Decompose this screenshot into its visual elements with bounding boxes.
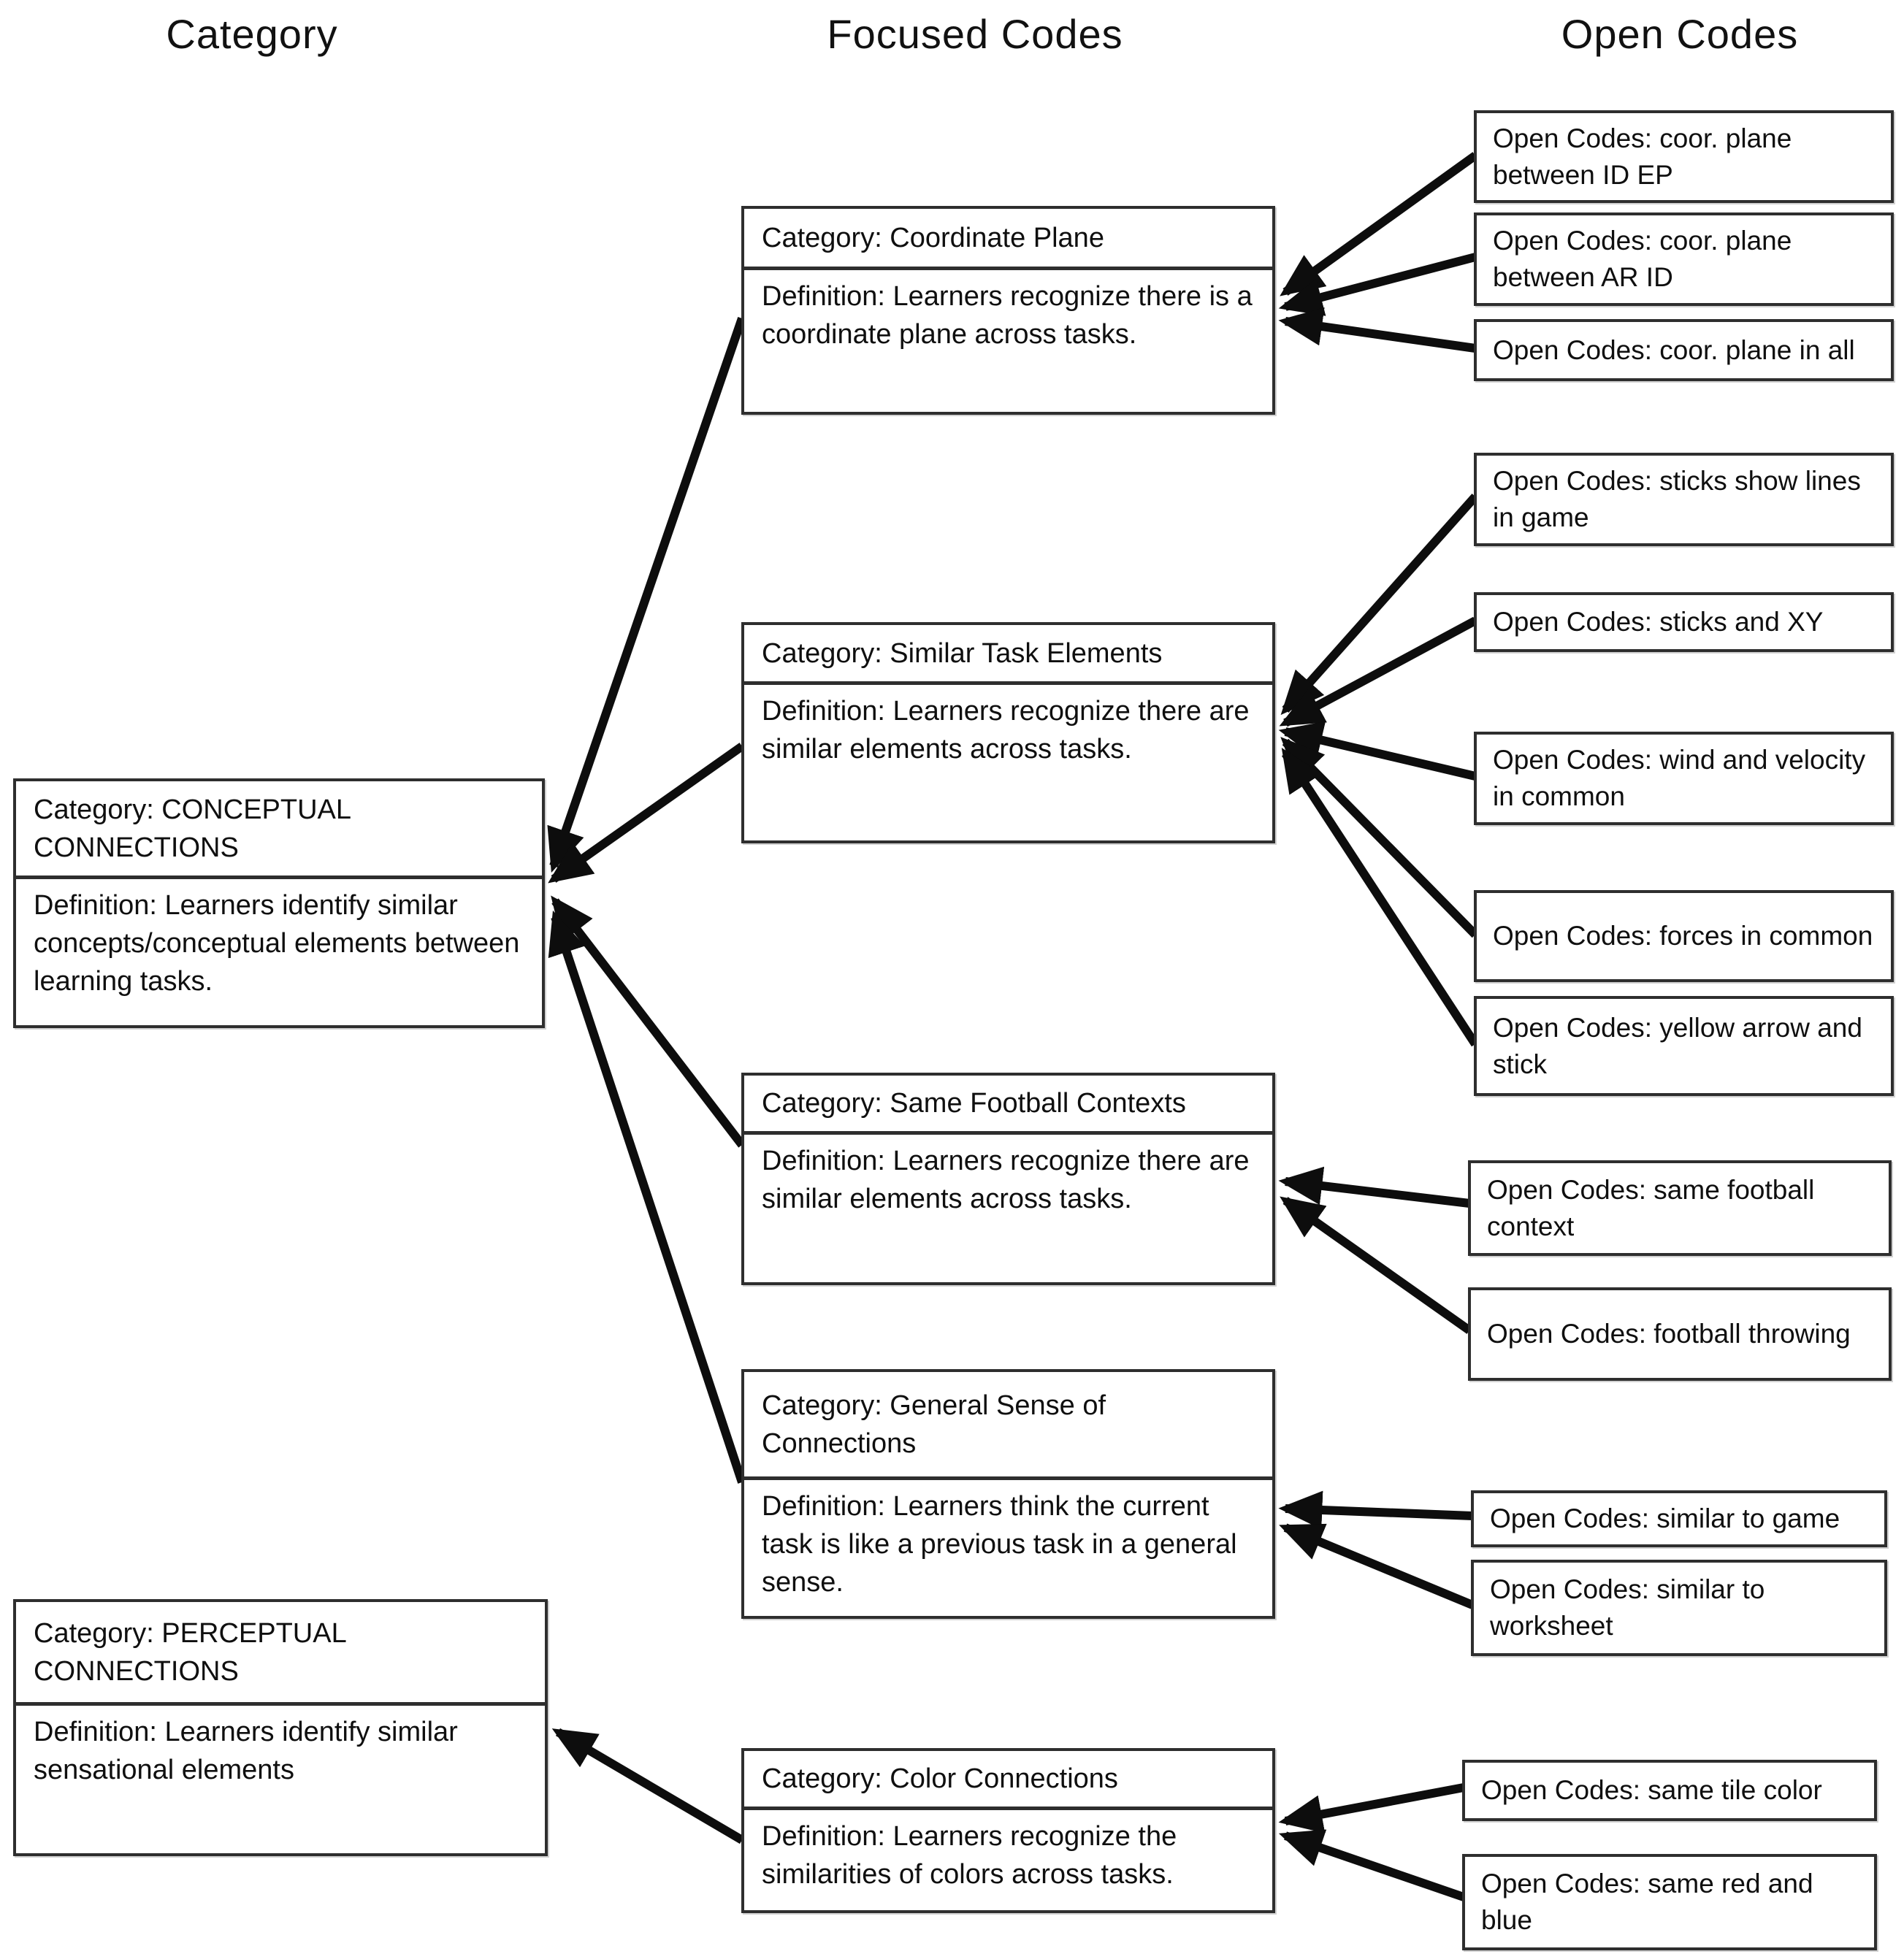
- focused-code-box-general-sense-of-connections: Category: General Sense of Connections D…: [741, 1369, 1275, 1619]
- focused-code-definition: Definition: Learners recognize there are…: [762, 1146, 1250, 1214]
- arrow: [548, 743, 745, 884]
- arrow: [1278, 1166, 1470, 1208]
- category-title: Category: PERCEPTUAL CONNECTIONS: [16, 1602, 545, 1706]
- arrow: [551, 895, 746, 1148]
- arrow: [1278, 1490, 1473, 1530]
- focused-code-title: Category: Coordinate Plane: [744, 209, 1272, 270]
- category-definition: Definition: Learners identify similar se…: [34, 1717, 458, 1785]
- arrow: [1278, 1783, 1465, 1834]
- column-header-category: Category: [166, 11, 338, 57]
- focused-code-box-same-football-contexts: Category: Same Football Contexts Definit…: [741, 1073, 1275, 1285]
- arrow: [1280, 494, 1479, 716]
- focused-code-definition: Definition: Learners recognize there is …: [762, 281, 1253, 350]
- open-code-box: Open Codes: wind and velocity in common: [1474, 732, 1894, 825]
- arrow: [547, 317, 746, 873]
- arrow: [1279, 616, 1477, 727]
- arrow: [1280, 1196, 1472, 1334]
- arrow: [1281, 747, 1480, 1047]
- arrow: [1278, 1829, 1465, 1901]
- column-header-open-codes: Open Codes: [1561, 11, 1799, 57]
- open-code-box: Open Codes: forces in common: [1474, 890, 1894, 982]
- arrow: [1280, 152, 1478, 296]
- category-box-conceptual-connections: Category: CONCEPTUAL CONNECTIONS Definit…: [13, 778, 545, 1028]
- open-code-box: Open Codes: yellow arrow and stick: [1474, 996, 1894, 1096]
- focused-code-title: Category: Similar Task Elements: [744, 625, 1272, 685]
- open-code-box: Open Codes: same tile color: [1462, 1760, 1877, 1821]
- focused-code-box-similar-task-elements: Category: Similar Task Elements Definiti…: [741, 622, 1275, 843]
- focused-code-box-color-connections: Category: Color Connections Definition: …: [741, 1748, 1275, 1913]
- arrow: [551, 1728, 745, 1844]
- focused-code-definition: Definition: Learners recognize there are…: [762, 696, 1250, 765]
- open-code-box: Open Codes: football throwing: [1468, 1287, 1892, 1381]
- focused-code-definition: Definition: Learners recognize the simil…: [762, 1821, 1177, 1890]
- open-code-box: Open Codes: same football context: [1468, 1160, 1892, 1256]
- focused-code-title: Category: Same Football Contexts: [744, 1076, 1272, 1135]
- focused-code-title: Category: Color Connections: [744, 1751, 1272, 1810]
- open-code-box: Open Codes: sticks and XY: [1474, 592, 1894, 652]
- arrow: [1278, 253, 1477, 316]
- arrow: [1279, 1523, 1475, 1609]
- open-code-box: Open Codes: similar to game: [1471, 1490, 1887, 1547]
- open-code-box: Open Codes: coor. plane between ID EP: [1474, 110, 1894, 203]
- focused-code-box-coordinate-plane: Category: Coordinate Plane Definition: L…: [741, 206, 1275, 415]
- category-box-perceptual-connections: Category: PERCEPTUAL CONNECTIONS Definit…: [13, 1599, 548, 1856]
- focused-code-title: Category: General Sense of Connections: [744, 1372, 1272, 1480]
- open-code-box: Open Codes: coor. plane in all: [1474, 319, 1894, 381]
- open-code-box: Open Codes: coor. plane between AR ID: [1474, 212, 1894, 306]
- arrow: [1278, 307, 1476, 353]
- open-code-box: Open Codes: same red and blue: [1462, 1854, 1877, 1950]
- focused-code-definition: Definition: Learners think the current t…: [762, 1491, 1237, 1598]
- category-title: Category: CONCEPTUAL CONNECTIONS: [16, 781, 542, 879]
- arrow: [548, 910, 746, 1484]
- open-code-box: Open Codes: sticks show lines in game: [1474, 453, 1894, 546]
- category-definition: Definition: Learners identify similar co…: [34, 890, 520, 997]
- open-code-box: Open Codes: similar to worksheet: [1471, 1560, 1887, 1656]
- column-header-focused-codes: Focused Codes: [827, 11, 1123, 57]
